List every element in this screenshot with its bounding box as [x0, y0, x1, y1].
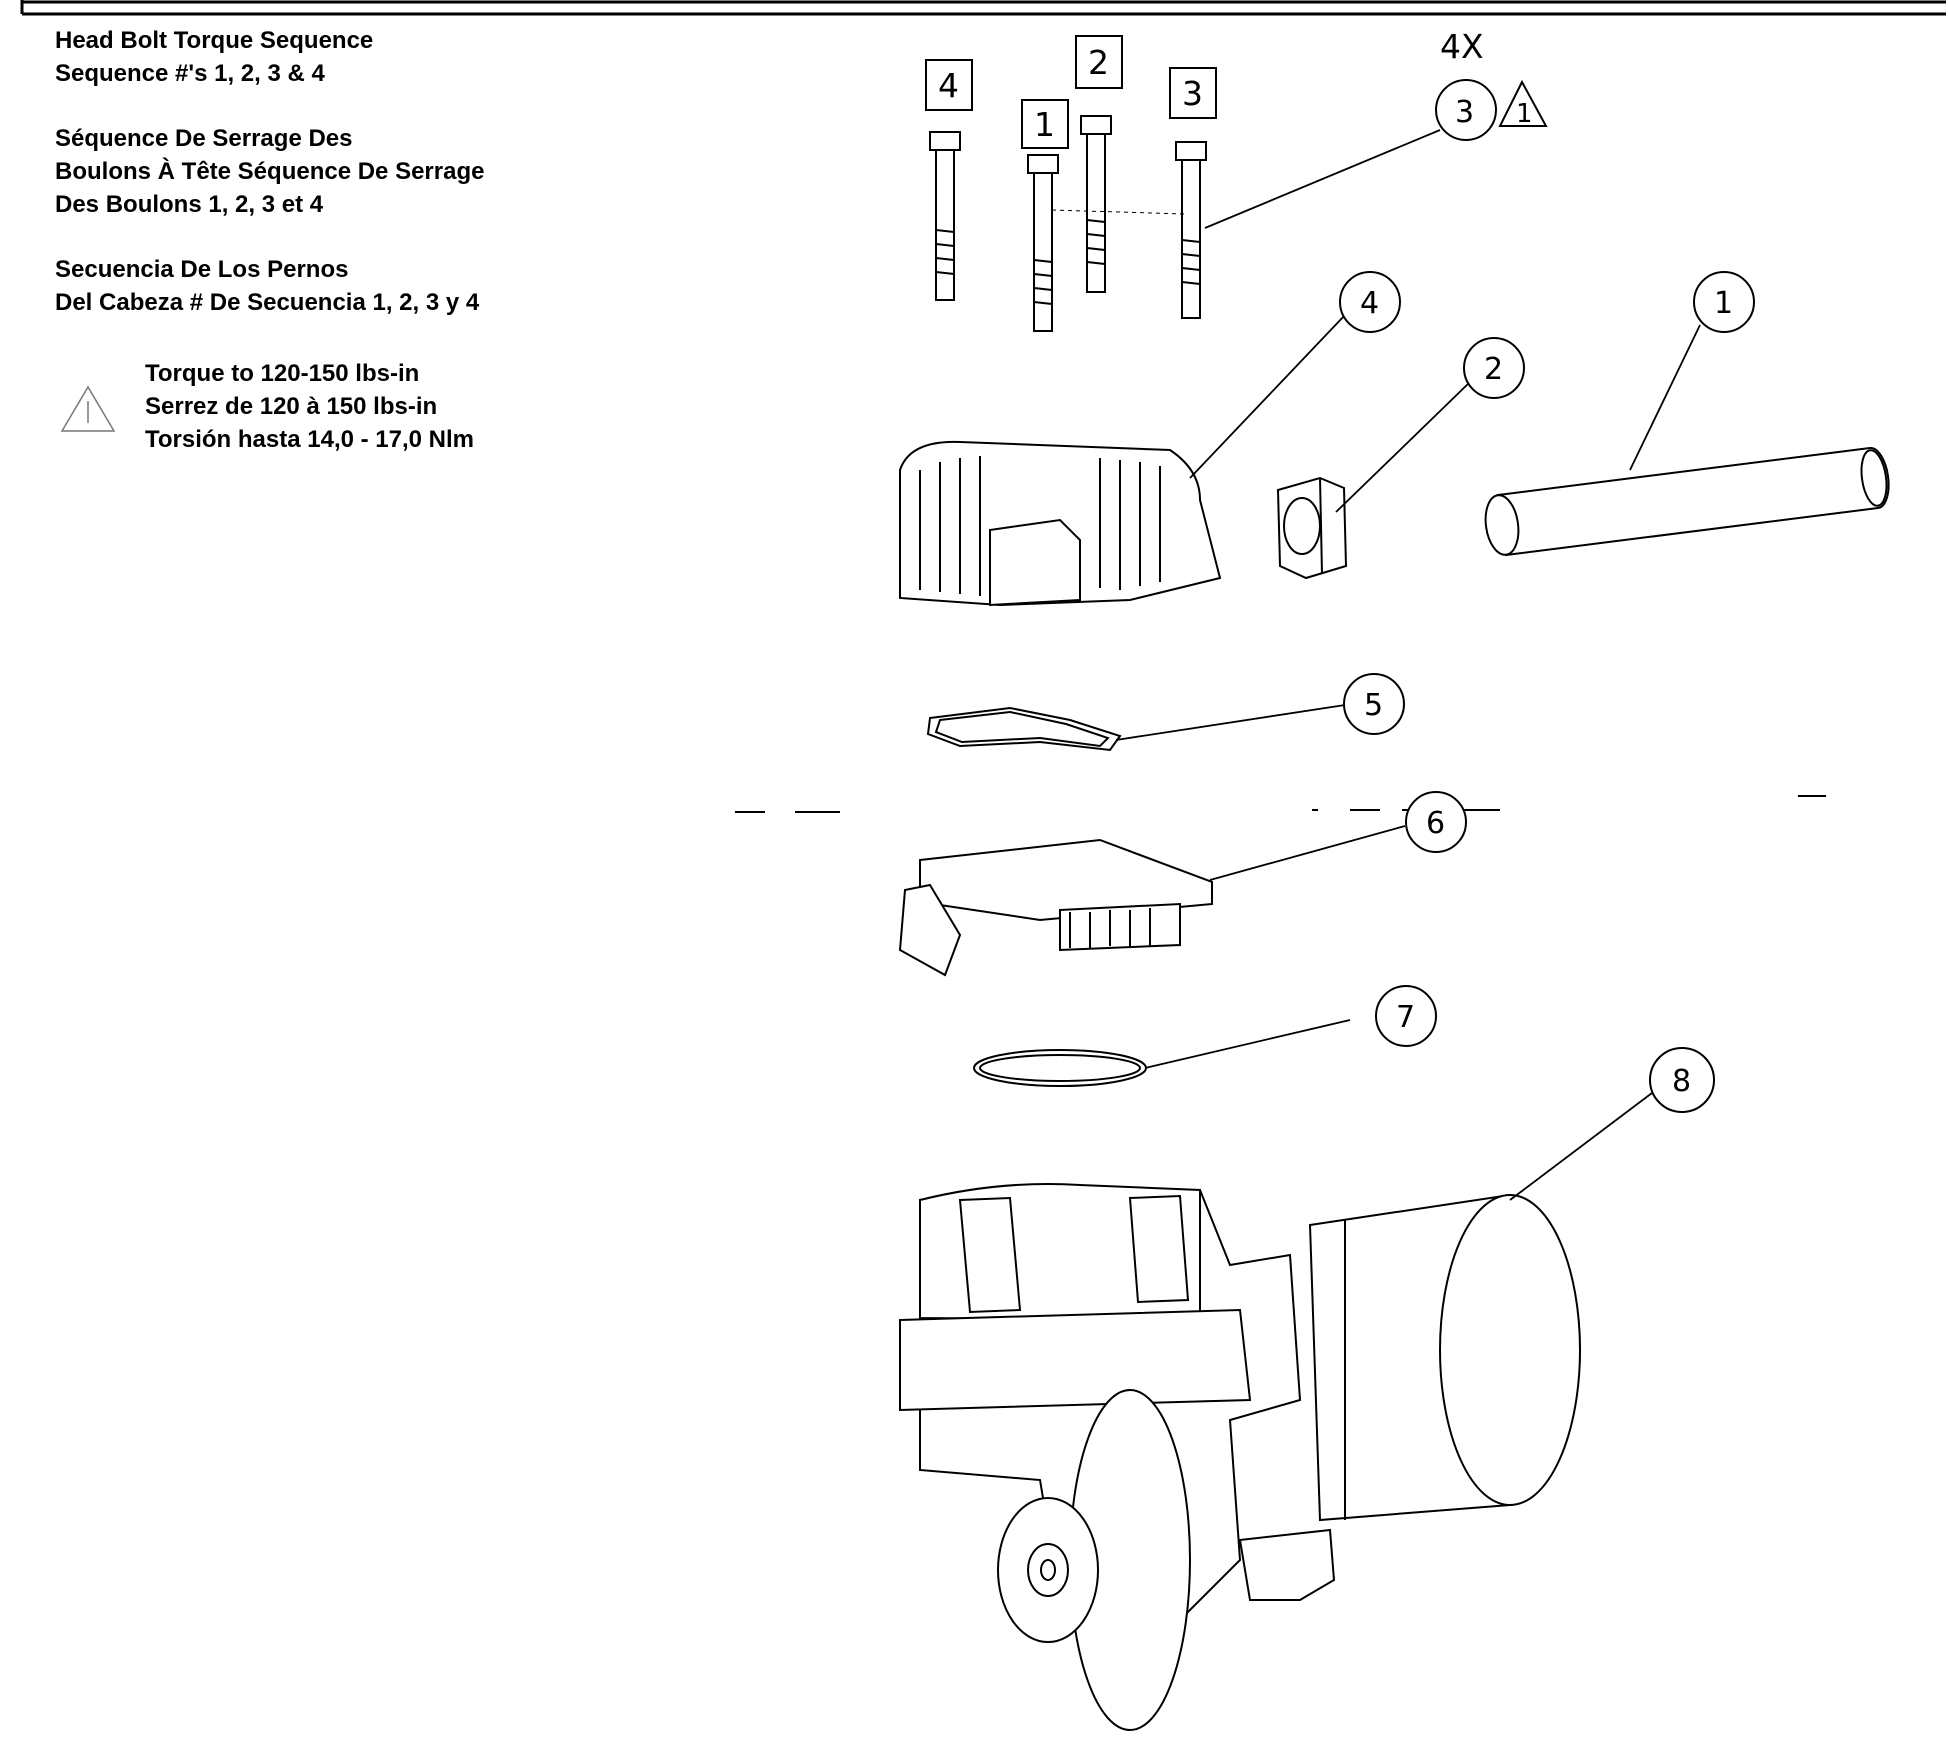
callout-7: 7	[1375, 985, 1437, 1047]
frame-border	[20, 0, 1946, 16]
part-cylinder-head	[899, 440, 1222, 607]
sequence-box-3: 3	[1169, 67, 1217, 119]
part-valve	[1276, 476, 1348, 580]
callout-number: 8	[1672, 1064, 1691, 1099]
centerline	[735, 795, 1826, 813]
sequence-box-2: 2	[1075, 35, 1123, 89]
torque-line-fr: Serrez de 120 à 150 lbs-in	[145, 393, 438, 420]
callout-5: 5	[1343, 673, 1405, 735]
french-block: Séquence De Serrage Des Boulons À Tête S…	[55, 122, 484, 221]
spanish-line-1: Secuencia De Los Pernos	[55, 256, 349, 283]
spanish-line-2: Del Cabeza # De Secuencia 1, 2, 3 y 4	[55, 289, 480, 316]
callout-number: 4	[1360, 286, 1379, 321]
spanish-block: Secuencia De Los Pernos Del Cabeza # De …	[55, 253, 479, 319]
sequence-number: 2	[1088, 43, 1109, 82]
quantity-label: 4X	[1440, 27, 1484, 66]
callout-number: 5	[1364, 688, 1383, 723]
page-title: Head Bolt Torque Sequence	[55, 27, 374, 54]
sequence-number: 1	[1034, 105, 1055, 144]
part-head-gasket	[926, 706, 1122, 752]
callout-6: 6	[1405, 791, 1467, 853]
callout-4: 4	[1339, 271, 1401, 333]
sequence-number: 4	[938, 66, 959, 105]
leader-lines	[1115, 129, 1701, 1201]
sequence-box-4: 4	[925, 59, 973, 111]
callout-number: 6	[1426, 806, 1445, 841]
callout-number: 1	[1714, 286, 1733, 321]
part-o-ring	[973, 1049, 1147, 1087]
callout-number: 2	[1484, 352, 1503, 387]
part-valve-plate	[898, 838, 1213, 977]
warning-triangle-icon	[60, 385, 116, 432]
callout-8: 8	[1649, 1047, 1715, 1113]
torque-line-en: Torque to 120-150 lbs-in	[145, 360, 420, 387]
page-subtitle: Sequence #'s 1, 2, 3 & 4	[55, 60, 325, 87]
french-line-2: Boulons À Tête Séquence De Serrage	[55, 158, 485, 185]
head-bolt-4	[929, 131, 961, 301]
callout-2: 2	[1463, 337, 1525, 399]
part-tube	[1484, 446, 1890, 557]
callout-3: 3	[1435, 79, 1497, 141]
callout-1: 1	[1693, 271, 1755, 333]
torque-note: Torque to 120-150 lbs-in Serrez de 120 à…	[145, 357, 474, 456]
warning-flag: 1	[1498, 79, 1548, 129]
callout-number: 7	[1396, 1000, 1415, 1035]
head-bolt-1	[1027, 154, 1059, 332]
sequence-number: 3	[1182, 74, 1203, 113]
warning-flag-number: 1	[1516, 99, 1533, 129]
french-line-1: Séquence De Serrage Des	[55, 125, 353, 152]
head-bolt-2	[1080, 115, 1112, 293]
french-line-3: Des Boulons 1, 2, 3 et 4	[55, 191, 324, 218]
head-bolt-3	[1175, 141, 1207, 319]
callout-number: 3	[1455, 95, 1474, 130]
title-block: Head Bolt Torque Sequence Sequence #'s 1…	[55, 24, 373, 90]
sequence-box-1: 1	[1021, 99, 1069, 149]
torque-line-es: Torsión hasta 14,0 - 17,0 Nlm	[145, 426, 475, 453]
part-pump-assembly	[899, 1183, 1582, 1731]
